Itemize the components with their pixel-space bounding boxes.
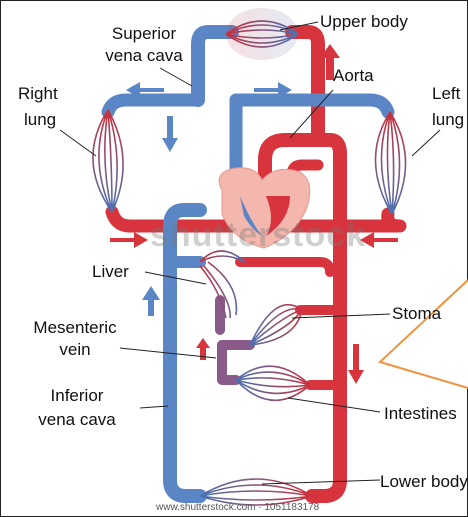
aorta-upper-vessel — [292, 32, 318, 140]
label-right-lung-1: Right — [18, 84, 58, 104]
label-lower-body: Lower body — [380, 472, 468, 492]
callout-icon — [380, 280, 468, 388]
label-left-lung-1: Left — [432, 84, 460, 104]
capillary-bed-left-lung — [375, 112, 405, 214]
arrow-icon — [110, 232, 148, 248]
arrow-icon — [162, 116, 178, 152]
mesenteric-branch — [222, 345, 236, 380]
watermark: shutterstock — [150, 216, 366, 255]
label-liver: Liver — [92, 262, 129, 282]
label-mesenteric-vein-1: Mesenteric — [18, 318, 132, 338]
label-superior-vena-cava-2: vena cava — [84, 46, 204, 66]
capillary-bed-intestines — [236, 366, 310, 400]
pulmonary-artery-right — [108, 100, 198, 112]
vessels — [108, 32, 400, 496]
label-inferior-vena-cava-2: vena cava — [20, 410, 134, 430]
label-superior-vena-cava-1: Superior — [84, 24, 204, 44]
capillary-bed-right-lung — [93, 110, 123, 212]
label-inferior-vena-cava-1: Inferior — [20, 386, 134, 406]
label-aorta: Aorta — [333, 66, 374, 86]
capillary-bed-stomach — [250, 305, 302, 345]
label-right-lung-2: lung — [24, 110, 56, 130]
hepatic-artery — [240, 262, 330, 272]
label-stomach: Stoma — [392, 304, 441, 324]
lower-aorta — [312, 420, 340, 496]
arrow-icon — [348, 344, 364, 384]
arrow-icon — [142, 286, 160, 316]
label-left-lung-2: lung — [432, 110, 464, 130]
label-intestines: Intestines — [384, 404, 457, 424]
capillary-bed-upper-body — [226, 8, 298, 60]
label-mesenteric-vein-2: vein — [18, 340, 132, 360]
credit-line: www.shutterstock.com · 1051183178 — [156, 502, 319, 513]
label-upper-body: Upper body — [320, 12, 408, 32]
